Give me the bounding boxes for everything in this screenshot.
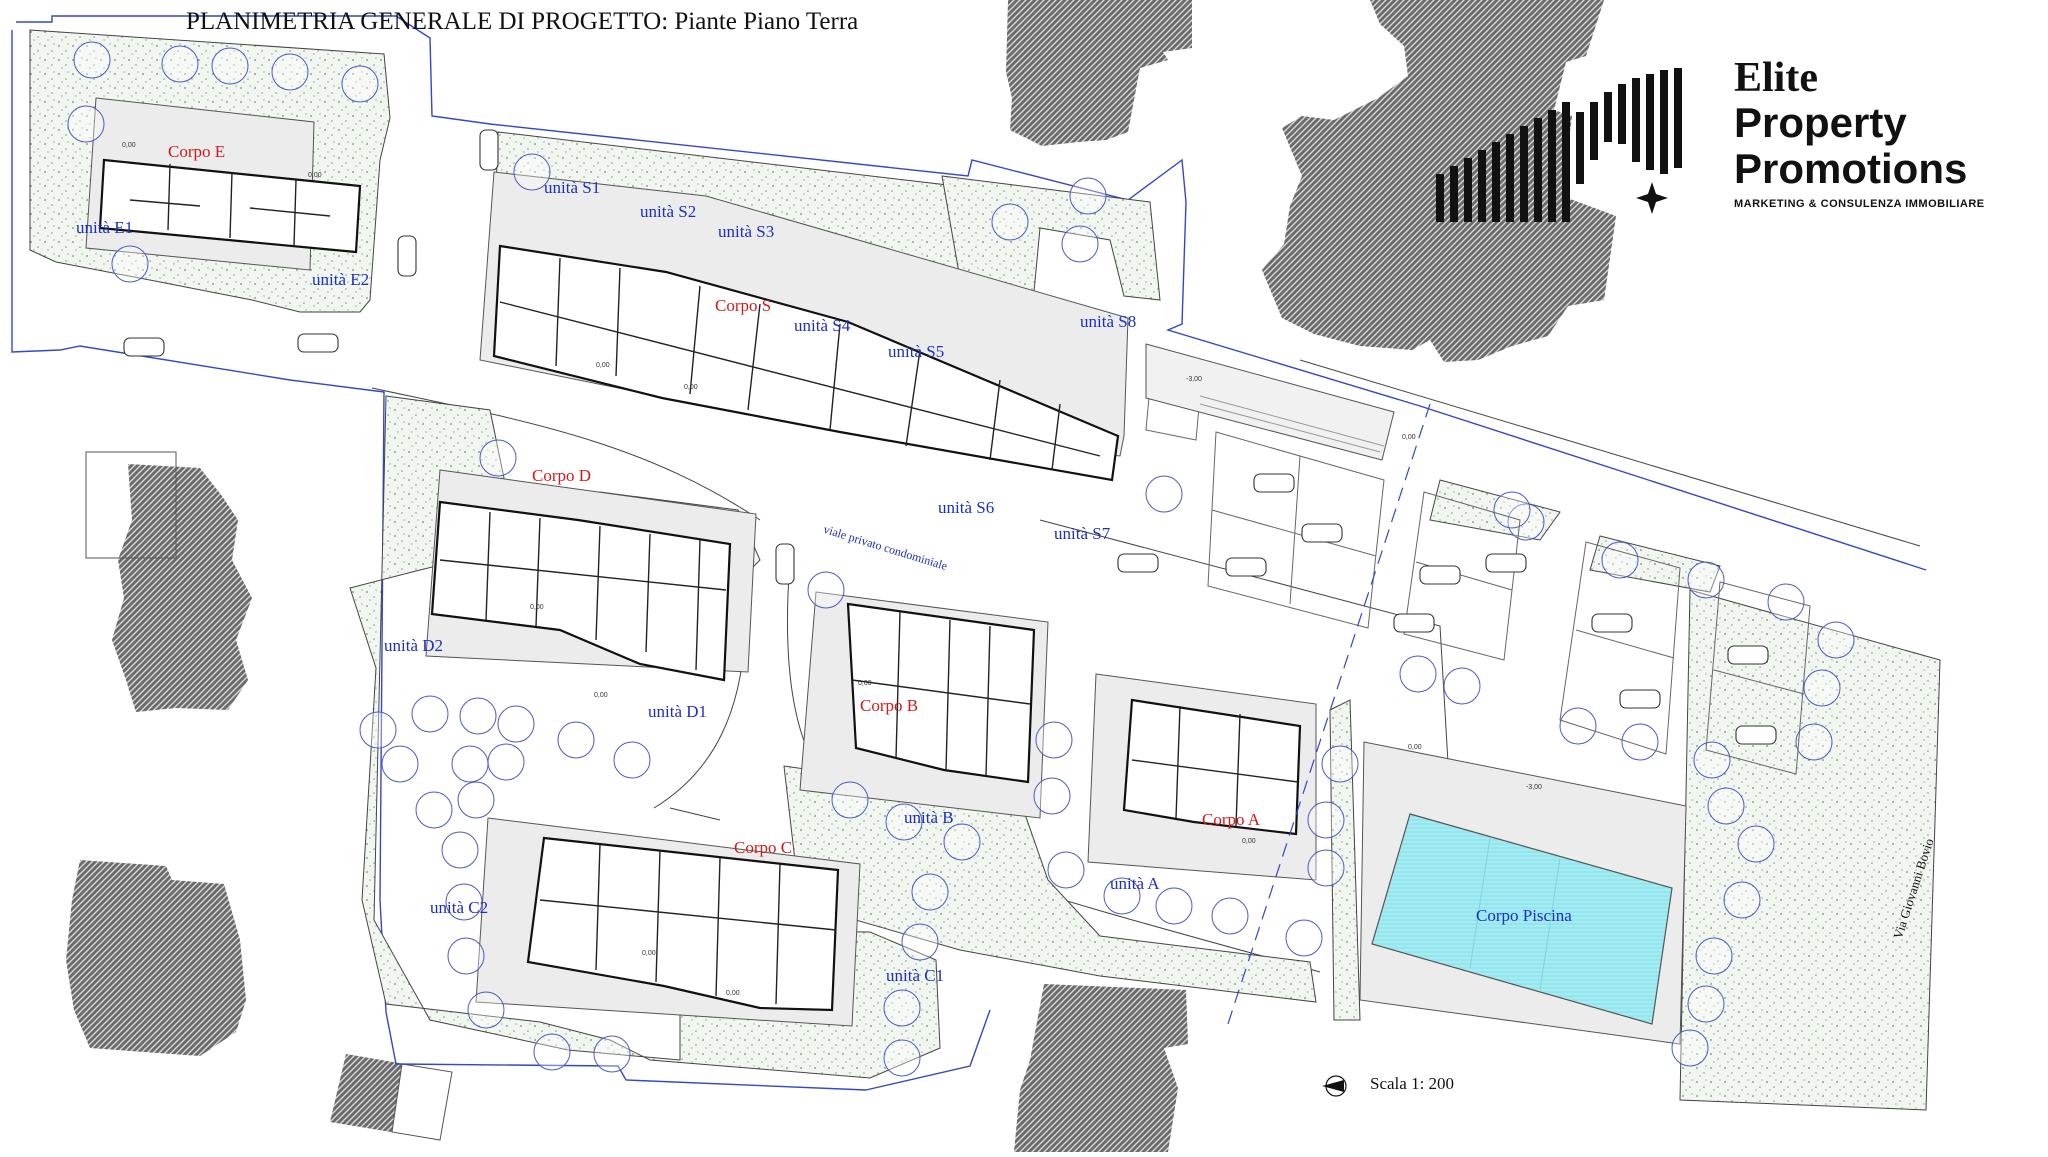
north-arrow-icon [1322,1075,1347,1097]
ramp [1145,343,1395,461]
trees [67,41,1855,1077]
neighbour-buildings [66,0,1616,1152]
elite-logo-icon [1436,68,1682,222]
interior-walls [129,163,1299,1005]
pool [1371,813,1673,1025]
cars [123,129,1777,745]
